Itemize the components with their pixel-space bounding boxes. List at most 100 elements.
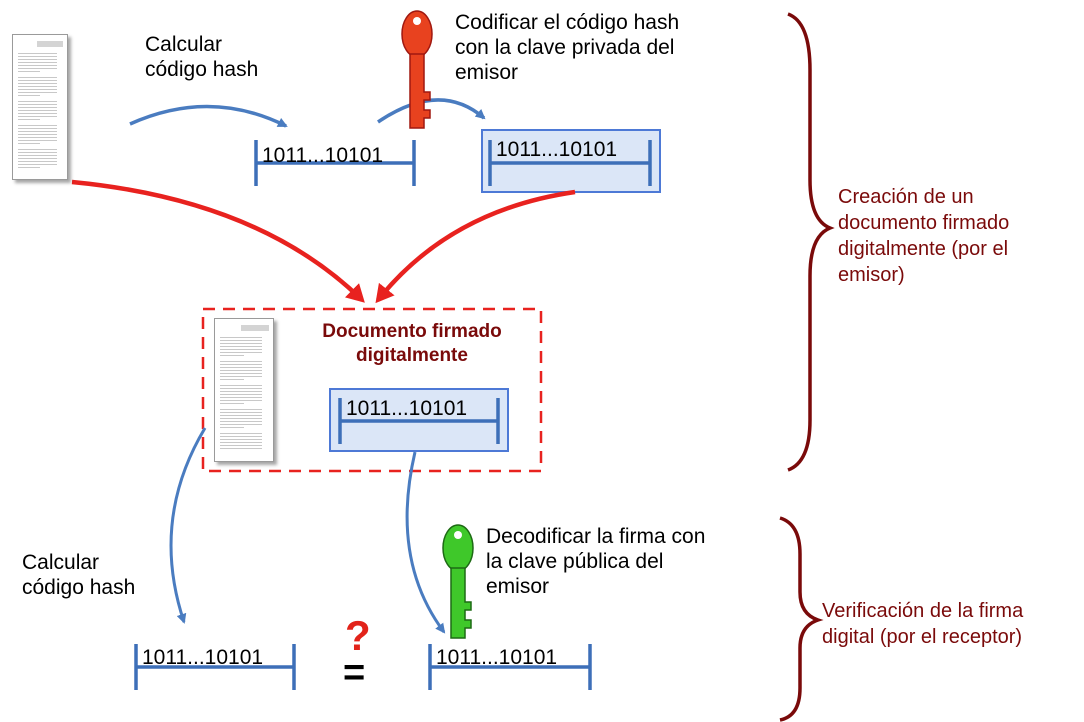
document-text-line [18, 140, 57, 141]
document-text-line [18, 65, 57, 66]
document-text-line [18, 83, 57, 84]
document-text-line [18, 68, 57, 69]
document-text-line [220, 412, 262, 413]
document-text-line [220, 397, 262, 398]
hash-value-4: 1011...10101 [142, 646, 264, 669]
document-text-line [18, 125, 57, 126]
document-text-line [18, 77, 57, 78]
document-text-line [220, 442, 262, 443]
arrow-decode [405, 451, 446, 634]
document-text-line [18, 86, 57, 87]
document-text-line [220, 346, 262, 347]
document-text-line [220, 337, 262, 338]
document-text-line [220, 427, 244, 428]
document-text-line [18, 131, 57, 132]
document-text-line [18, 95, 40, 96]
document-text-line [220, 373, 262, 374]
document-text-line [220, 418, 262, 419]
document-text-line [18, 161, 57, 162]
document-text-line [220, 415, 262, 416]
document-text-line [18, 134, 57, 135]
document-text-line [220, 379, 244, 380]
document-text-line [220, 340, 262, 341]
document-text-line [18, 113, 57, 114]
document-text-line [18, 59, 57, 60]
document-text-line [18, 119, 40, 120]
question-mark: ? [345, 612, 371, 659]
document-icon [12, 34, 68, 180]
arrow-document-to-signed [71, 179, 365, 303]
document-text-line [220, 370, 262, 371]
green-key-icon [442, 524, 474, 639]
encoded-hash-highlight [481, 129, 661, 193]
document-text-line [18, 89, 57, 90]
hash-bracket-3 [338, 398, 500, 444]
arrow-calc-hash-top [129, 104, 288, 128]
arrow-encode [377, 98, 486, 124]
document-text-line [220, 376, 262, 377]
document-header-bar [241, 325, 269, 331]
hash-bracket-1 [254, 140, 416, 186]
document-text-line [220, 448, 262, 449]
arrow-calc-hash-bottom [169, 427, 207, 624]
document-text-line [220, 394, 262, 395]
document-text-line [220, 433, 262, 434]
document-text-line [220, 400, 262, 401]
document-text-line [18, 143, 40, 144]
document-text-line [18, 128, 57, 129]
document-text-line [18, 53, 57, 54]
hash-value-2: 1011...10101 [496, 138, 618, 161]
document-text-line [18, 164, 57, 165]
hash-bracket-2 [488, 140, 652, 186]
document-text-line [18, 152, 57, 153]
document-text-line [220, 391, 262, 392]
document-text-line [220, 445, 262, 446]
document-text-line [18, 101, 57, 102]
document-text-line [18, 104, 57, 105]
document-text-line [18, 155, 57, 156]
brace-verification [779, 516, 824, 722]
document-text-line [220, 355, 244, 356]
document-text-line [220, 343, 262, 344]
document-text-line [220, 403, 244, 404]
document-text-line [18, 62, 57, 63]
document-text-line [18, 71, 40, 72]
equals-sign: = [343, 652, 366, 694]
document-text-line [18, 107, 57, 108]
brace-creation [787, 12, 835, 472]
document-header-bar [37, 41, 63, 47]
hash-value-3: 1011...10101 [346, 397, 468, 420]
document-text-line [18, 110, 57, 111]
document-text-line [220, 352, 262, 353]
document-text-line [220, 364, 262, 365]
signed-document-icon [214, 318, 274, 462]
document-text-line [220, 439, 262, 440]
document-text-line [220, 388, 262, 389]
document-text-line [220, 409, 262, 410]
hash-bracket-5 [428, 644, 592, 690]
document-text-line [18, 167, 40, 168]
document-text-line [220, 367, 262, 368]
hash-value-5: 1011...10101 [436, 646, 558, 669]
document-text-line [18, 116, 57, 117]
document-text-line [220, 385, 262, 386]
document-text-line [220, 424, 262, 425]
document-text-line [18, 56, 57, 57]
hash-bracket-4 [134, 644, 296, 690]
signed-document-frame [201, 307, 543, 473]
red-key-icon [401, 10, 433, 129]
hash-value-1: 1011...10101 [262, 144, 384, 167]
document-text-line [18, 149, 57, 150]
document-text-line [220, 436, 262, 437]
document-text-line [18, 80, 57, 81]
document-text-line [18, 158, 57, 159]
document-text-line [220, 361, 262, 362]
